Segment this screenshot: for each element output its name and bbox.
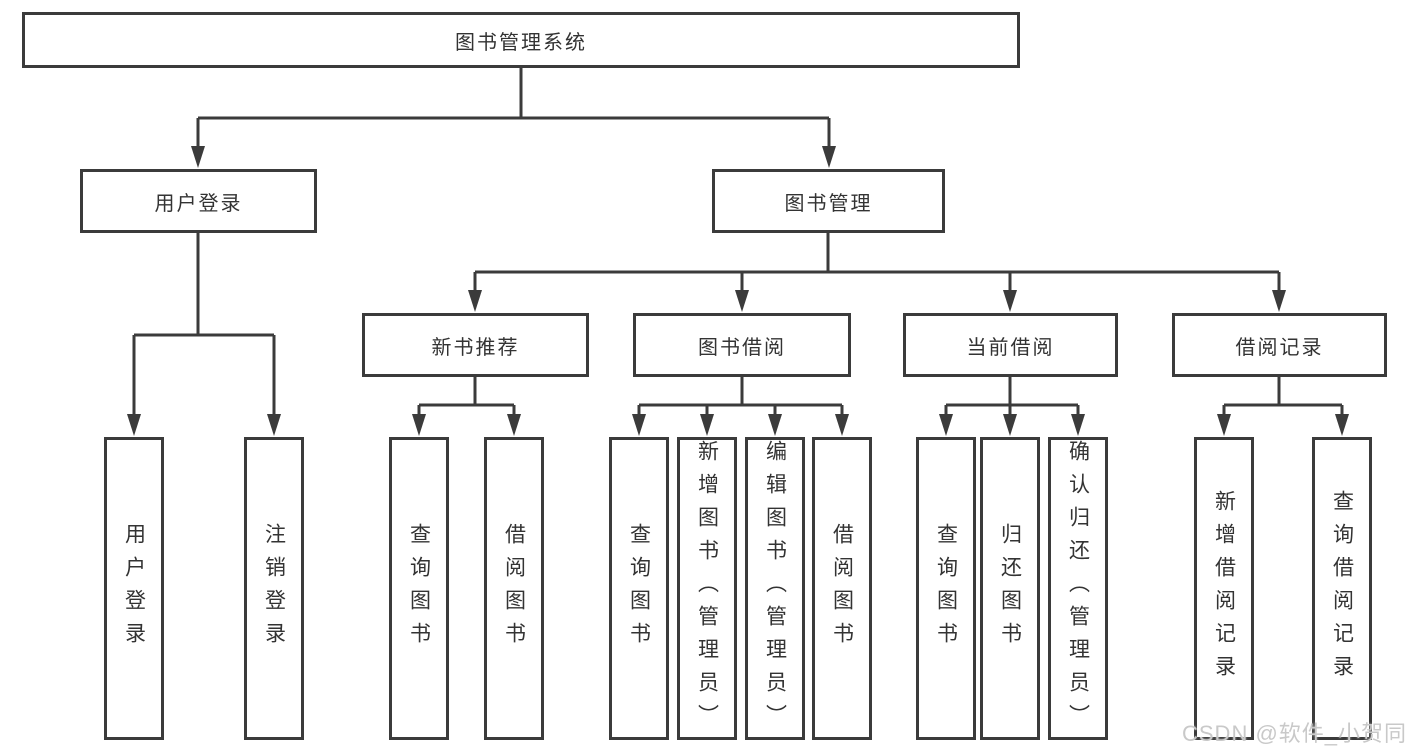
leaf-user-login: 用户登录 <box>104 437 164 740</box>
arrow-down-icon <box>632 414 646 436</box>
arrow-down-icon <box>1335 414 1349 436</box>
leaf-query-books-current: 查询图书 <box>916 437 976 740</box>
arrow-down-icon <box>822 146 836 168</box>
arrow-down-icon <box>939 414 953 436</box>
node-borrowing-records: 借阅记录 <box>1172 313 1387 377</box>
leaf-query-books-borrowing: 查询图书 <box>609 437 669 740</box>
leaf-confirm-return-admin: 确认归还（管理员） <box>1048 437 1108 740</box>
arrow-down-icon <box>768 414 782 436</box>
arrow-down-icon <box>735 290 749 312</box>
node-user-login: 用户登录 <box>80 169 317 233</box>
leaf-borrow-books-recommend: 借阅图书 <box>484 437 544 740</box>
leaf-query-books-recommend: 查询图书 <box>389 437 449 740</box>
node-new-book-recommend: 新书推荐 <box>362 313 589 377</box>
arrow-down-icon <box>412 414 426 436</box>
arrow-down-icon <box>1071 414 1085 436</box>
arrow-down-icon <box>1003 414 1017 436</box>
node-current-borrowing: 当前借阅 <box>903 313 1118 377</box>
arrow-down-icon <box>127 414 141 436</box>
leaf-add-borrow-record: 新增借阅记录 <box>1194 437 1254 740</box>
arrow-down-icon <box>468 290 482 312</box>
node-library-management-system: 图书管理系统 <box>22 12 1020 68</box>
arrow-down-icon <box>267 414 281 436</box>
csdn-watermark: CSDN @软件_小贺同学 <box>1182 721 1405 746</box>
arrow-down-icon <box>835 414 849 436</box>
leaf-add-book-admin: 新增图书（管理员） <box>677 437 737 740</box>
arrow-down-icon <box>1003 290 1017 312</box>
node-book-management: 图书管理 <box>712 169 945 233</box>
leaf-return-book: 归还图书 <box>980 437 1040 740</box>
leaf-logout: 注销登录 <box>244 437 304 740</box>
arrow-down-icon <box>700 414 714 436</box>
arrow-down-icon <box>507 414 521 436</box>
leaf-edit-book-admin: 编辑图书（管理员） <box>745 437 805 740</box>
arrow-down-icon <box>1272 290 1286 312</box>
arrow-down-icon <box>191 146 205 168</box>
arrow-down-icon <box>1217 414 1231 436</box>
node-book-borrowing: 图书借阅 <box>633 313 851 377</box>
leaf-borrow-books-borrowing: 借阅图书 <box>812 437 872 740</box>
leaf-query-borrow-record: 查询借阅记录 <box>1312 437 1372 740</box>
